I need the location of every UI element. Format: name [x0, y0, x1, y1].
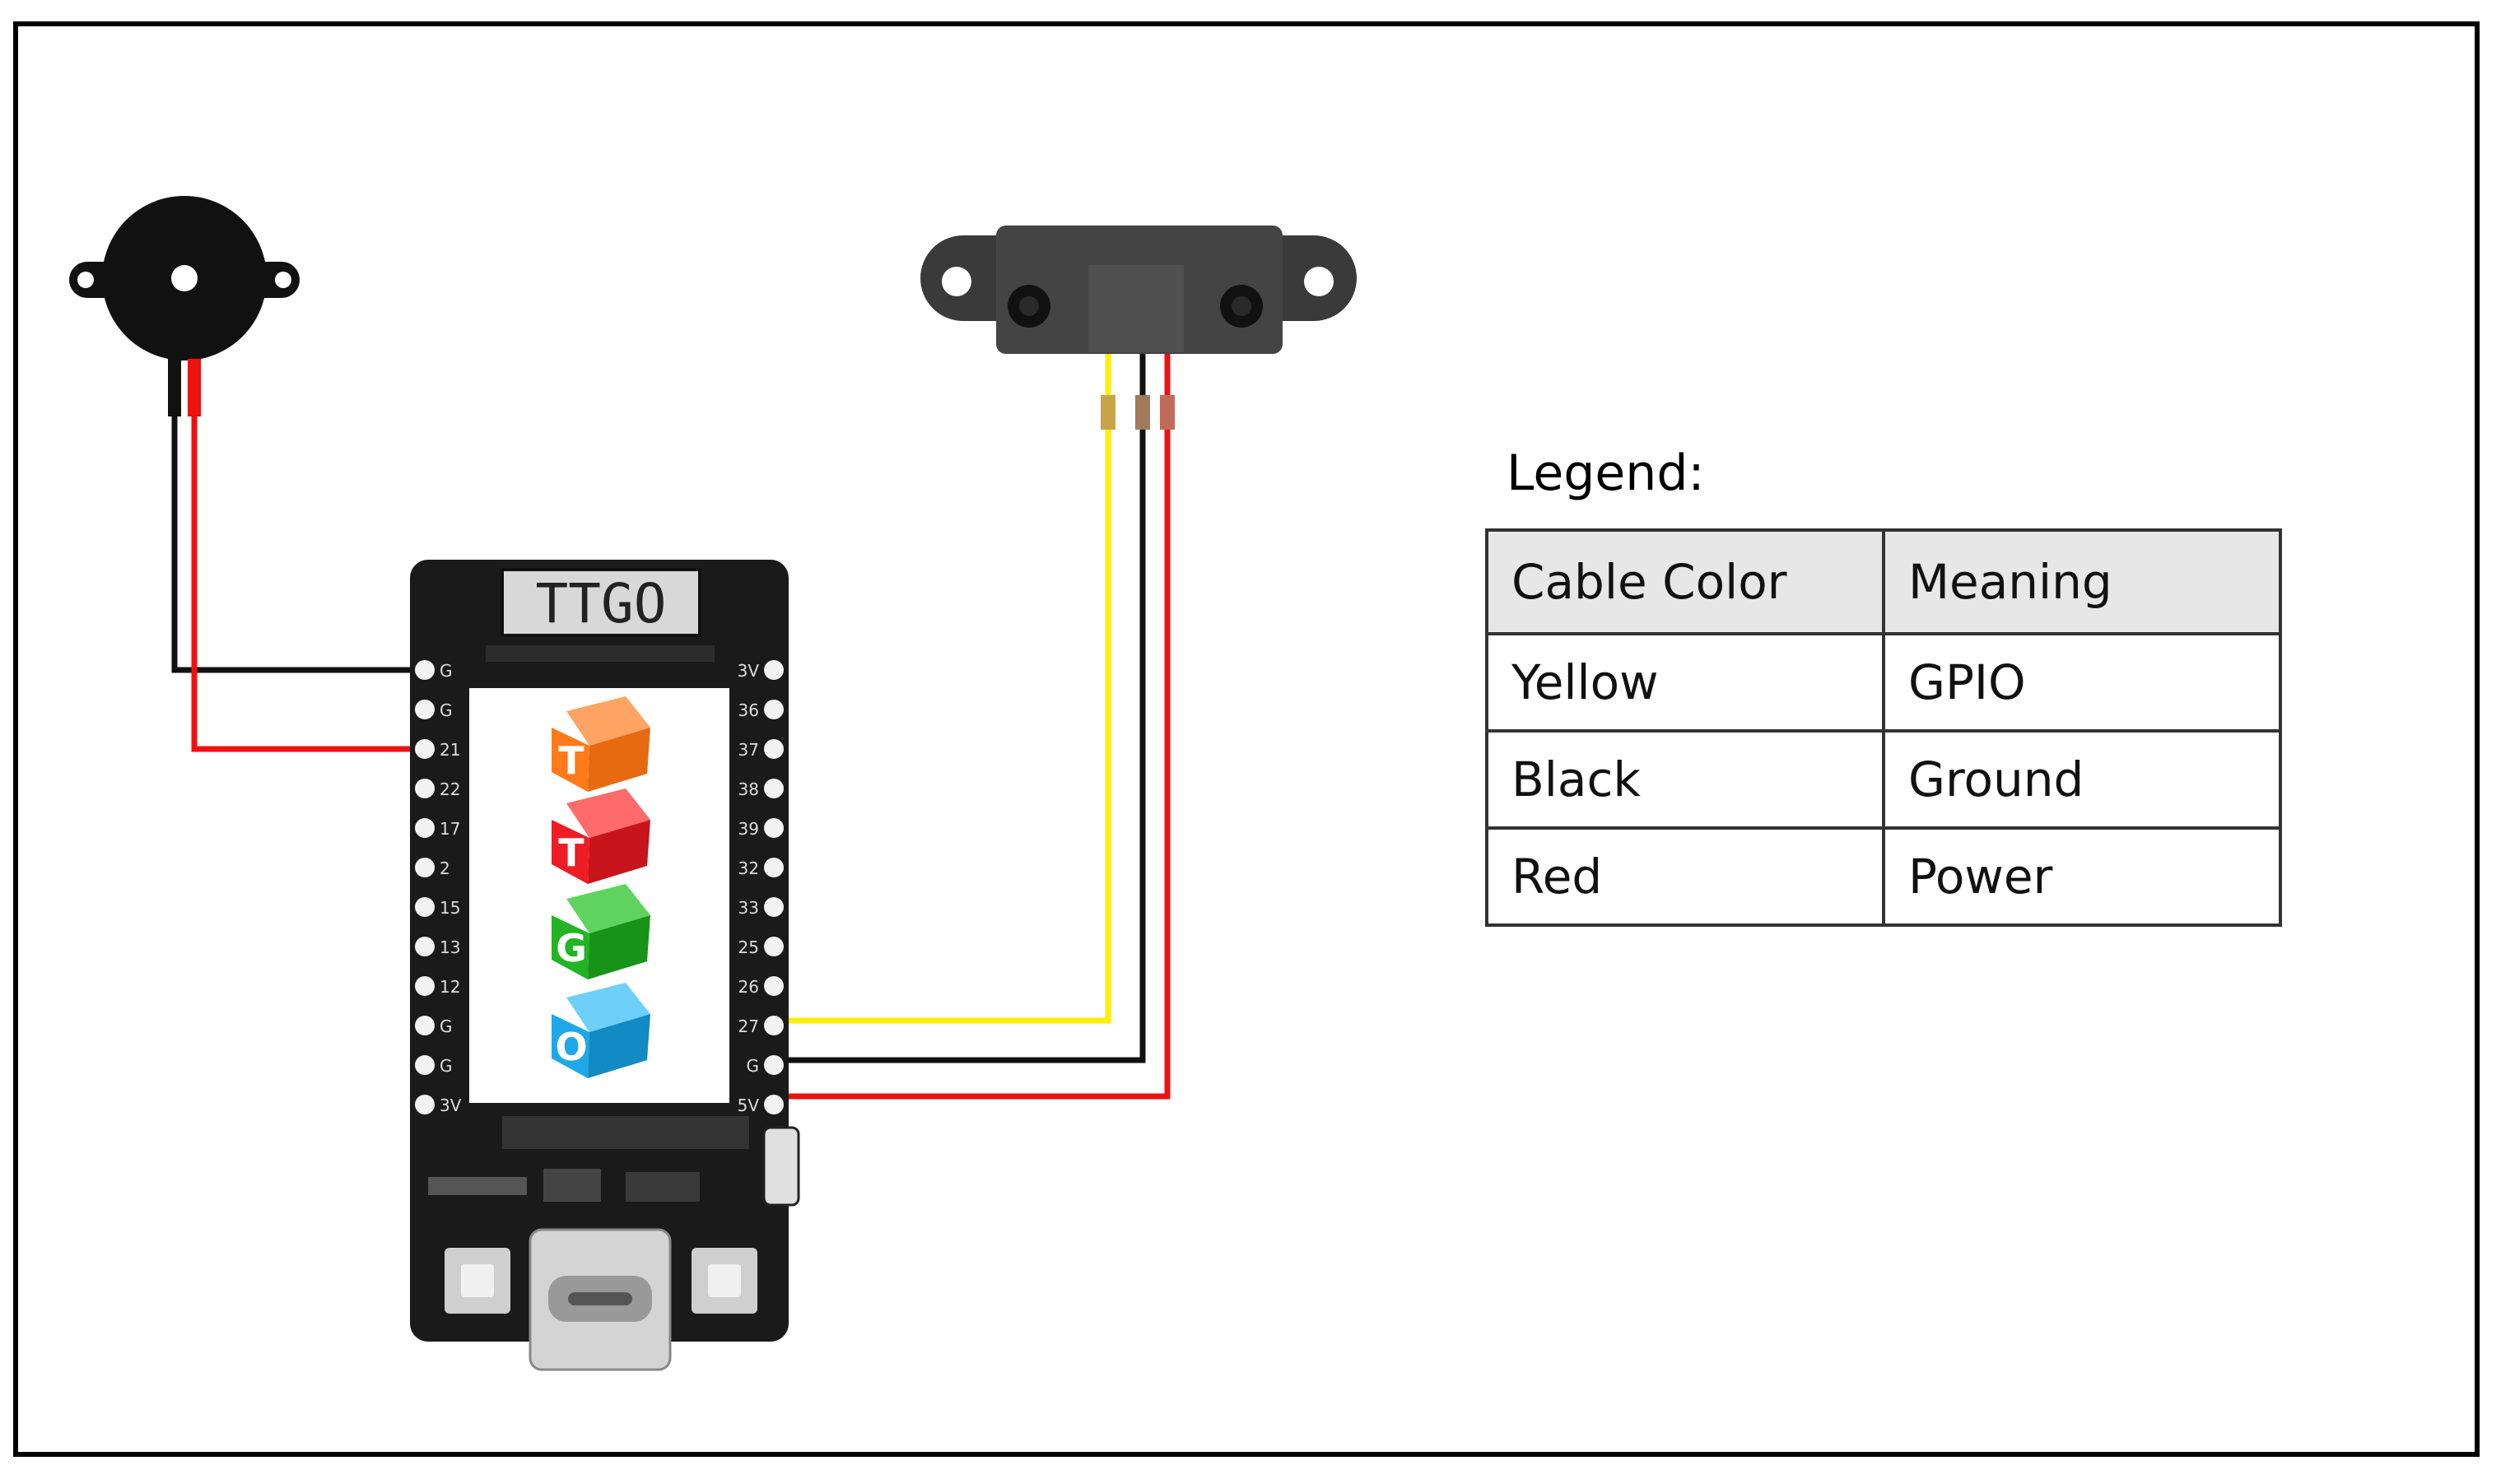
header-pin-label: G [440, 1056, 453, 1076]
buzzer-wires [168, 359, 428, 752]
legend-header-row: Cable Color Meaning [1485, 528, 2282, 635]
header-pin [764, 779, 784, 798]
header-pin-label: 38 [738, 779, 759, 799]
header-pin-label: 17 [440, 819, 460, 839]
buzzer-ground-wire [171, 359, 428, 673]
header-pin-label: 39 [738, 819, 759, 839]
legend-row: Red Power [1485, 826, 2282, 927]
header-pin-label: 21 [440, 740, 460, 760]
header-pin [415, 739, 435, 759]
header-pin [764, 1055, 784, 1075]
header-pin [415, 1016, 435, 1035]
buzzer-power-wire [191, 359, 428, 752]
header-pin-label: 37 [738, 740, 759, 760]
sensor-power-wire [772, 354, 1171, 1100]
legend-header-cable-color: Cable Color [1485, 528, 1885, 635]
legend-cell-meaning: Power [1882, 826, 2282, 927]
svg-text:T: T [558, 830, 584, 875]
header-pin [764, 700, 784, 719]
buzzer [69, 196, 300, 361]
header-pin [415, 897, 435, 917]
header-pin [764, 1016, 784, 1035]
header-pin-label: 2 [440, 858, 450, 878]
logo-cube-blue: O [552, 983, 650, 1078]
ttgo-board: TTGO T T G O [410, 560, 800, 1371]
header-pin-label: 22 [440, 779, 460, 799]
header-pin-label: 15 [440, 898, 460, 918]
logo-cube-red: T [552, 789, 650, 884]
header-pin-label: 27 [738, 1016, 759, 1036]
legend-title: Legend: [1507, 444, 1705, 502]
ir-distance-sensor [920, 226, 1357, 354]
header-pin [415, 858, 435, 877]
sensor-wires [772, 354, 1175, 1100]
header-pin-label: 36 [738, 700, 759, 720]
sensor-gpio-wire [772, 354, 1111, 1024]
sensor-ground-wire [772, 354, 1146, 1063]
header-pin [415, 700, 435, 719]
header-pin-label: 33 [738, 898, 759, 918]
header-pin-label: G [440, 661, 453, 681]
header-pin [415, 818, 435, 838]
header-pin [764, 858, 784, 877]
logo-cube-orange: T [552, 696, 650, 792]
header-pin [764, 818, 784, 838]
header-pin [415, 976, 435, 996]
header-pin-label: 5V [738, 1096, 760, 1115]
legend-row: Yellow GPIO [1485, 632, 2282, 733]
header-pin-label: 25 [738, 937, 759, 957]
header-pin-label: 12 [440, 977, 460, 997]
legend-cell-color: Red [1485, 826, 1885, 927]
logo-cube-green: G [552, 884, 650, 979]
legend-cell-color: Black [1485, 729, 1885, 830]
legend-cell-color: Yellow [1485, 632, 1885, 733]
header-pin [415, 779, 435, 798]
header-pin [764, 897, 784, 917]
svg-text:T: T [558, 738, 584, 783]
header-pin-label: G [440, 1016, 453, 1036]
legend-table: Cable Color Meaning Yellow GPIO Black Gr… [1485, 528, 2282, 927]
svg-text:G: G [556, 926, 587, 970]
board-pins-right: 3V 36 37 38 39 32 33 25 26 27G 5V [738, 660, 784, 1115]
header-pin [764, 739, 784, 759]
header-pin-label: 32 [738, 858, 759, 878]
header-pin-label: G [440, 700, 453, 720]
board-label: TTGO [536, 572, 667, 635]
header-pin-label: 3V [738, 661, 760, 681]
header-pin [764, 937, 784, 956]
legend-row: Black Ground [1485, 729, 2282, 830]
header-pin [415, 1055, 435, 1075]
header-pin-label: G [747, 1056, 760, 1076]
legend-cell-meaning: Ground [1882, 729, 2282, 830]
header-pin-label: 3V [440, 1096, 462, 1115]
header-pin [764, 1095, 784, 1114]
legend-cell-meaning: GPIO [1882, 632, 2282, 733]
legend-header-meaning: Meaning [1882, 528, 2282, 635]
header-pin [764, 976, 784, 996]
header-pin [415, 937, 435, 956]
svg-text:O: O [555, 1025, 587, 1069]
header-pin [415, 660, 435, 680]
header-pin [415, 1095, 435, 1114]
header-pin-label: 26 [738, 977, 759, 997]
diagram-frame [13, 21, 2480, 1457]
board-label-plate [501, 568, 701, 637]
header-pin-label: 13 [440, 937, 460, 957]
header-pin [764, 660, 784, 680]
